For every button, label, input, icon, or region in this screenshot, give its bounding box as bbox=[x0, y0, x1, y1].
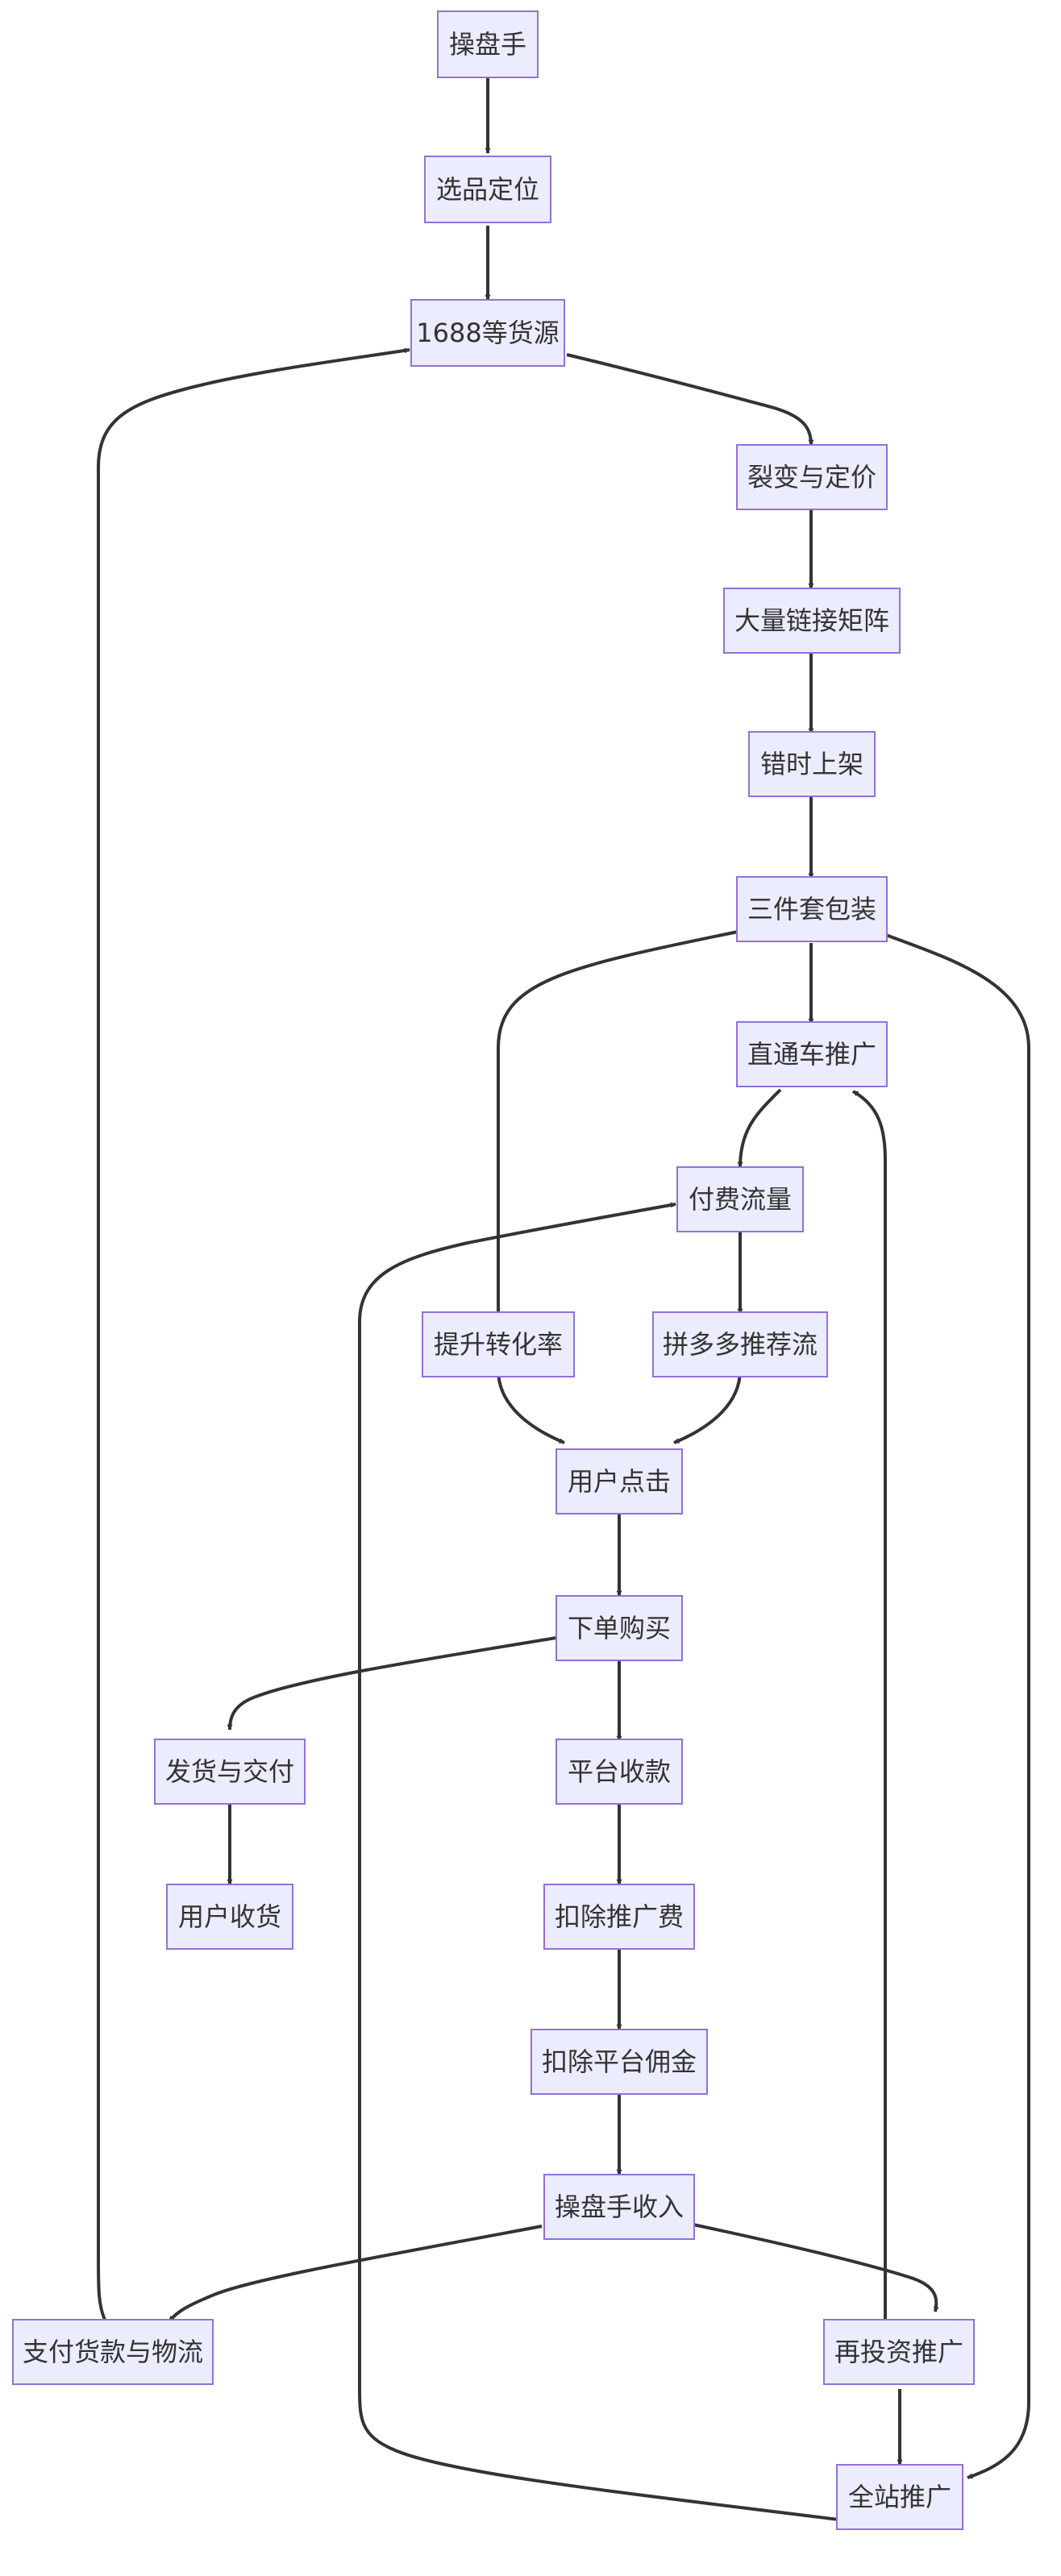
node-sourcing-label: 1688等货源 bbox=[416, 318, 559, 348]
node-user-click-label: 用户点击 bbox=[568, 1466, 671, 1497]
edge-10-12 bbox=[497, 1369, 565, 1444]
node-deduct-promotion-fee: 扣除推广费 bbox=[543, 1884, 695, 1950]
node-user-click: 用户点击 bbox=[555, 1448, 683, 1514]
node-pay-goods-logistics: 支付货款与物流 bbox=[12, 2319, 214, 2385]
edge-21-8 bbox=[852, 1090, 888, 2320]
node-reinvest-promotion-label: 再投资推广 bbox=[834, 2337, 963, 2367]
node-paid-traffic: 付费流量 bbox=[676, 1166, 804, 1232]
edges bbox=[97, 77, 1030, 2521]
node-ztc-promotion: 直通车推广 bbox=[736, 1021, 888, 1087]
node-deduct-commission-label: 扣除平台佣金 bbox=[542, 2046, 697, 2077]
node-conversion-rate-label: 提升转化率 bbox=[434, 1329, 563, 1360]
node-operator-income: 操盘手收入 bbox=[543, 2174, 695, 2240]
node-shipping-label: 发货与交付 bbox=[165, 1756, 294, 1787]
node-product-selection: 选品定位 bbox=[424, 156, 551, 223]
node-operator-income-label: 操盘手收入 bbox=[555, 2192, 684, 2222]
edge-19-20 bbox=[168, 2225, 543, 2323]
node-place-order-label: 下单购买 bbox=[568, 1613, 671, 1643]
node-three-piece-package-label: 三件套包装 bbox=[747, 894, 876, 924]
edge-3-4 bbox=[566, 353, 814, 446]
node-pdd-recommendation-label: 拼多多推荐流 bbox=[663, 1329, 818, 1360]
edge-19-21 bbox=[693, 2223, 939, 2312]
edge-11-12 bbox=[673, 1369, 742, 1444]
node-product-selection-label: 选品定位 bbox=[436, 174, 539, 205]
edge-7-22 bbox=[885, 933, 1030, 2479]
node-user-receipt: 用户收货 bbox=[166, 1884, 293, 1950]
node-pay-goods-logistics-label: 支付货款与物流 bbox=[23, 2337, 203, 2367]
node-place-order: 下单购买 bbox=[555, 1595, 683, 1661]
edge-13-14 bbox=[227, 1636, 557, 1730]
node-paid-traffic-label: 付费流量 bbox=[689, 1184, 792, 1215]
node-staggered-listing-label: 错时上架 bbox=[760, 749, 863, 779]
node-staggered-listing: 错时上架 bbox=[748, 731, 876, 797]
node-deduct-commission: 扣除平台佣金 bbox=[530, 2029, 708, 2095]
edge-7-10 bbox=[495, 930, 739, 1327]
node-shipping: 发货与交付 bbox=[154, 1739, 306, 1805]
edge-22-9 bbox=[358, 1202, 839, 2521]
node-link-matrix-label: 大量链接矩阵 bbox=[734, 605, 889, 636]
node-sitewide-promotion-label: 全站推广 bbox=[848, 2482, 951, 2512]
edge-20-3 bbox=[97, 347, 410, 2320]
node-ztc-promotion-label: 直通车推广 bbox=[747, 1039, 876, 1070]
node-operator: 操盘手 bbox=[437, 10, 539, 78]
node-operator-label: 操盘手 bbox=[449, 29, 526, 60]
node-user-receipt-label: 用户收货 bbox=[178, 1901, 281, 1932]
edge-8-9 bbox=[737, 1088, 782, 1168]
node-sourcing: 1688等货源 bbox=[410, 299, 565, 367]
node-reinvest-promotion: 再投资推广 bbox=[823, 2319, 975, 2385]
node-platform-payment-label: 平台收款 bbox=[568, 1756, 671, 1787]
node-three-piece-package: 三件套包装 bbox=[736, 876, 888, 942]
node-conversion-rate: 提升转化率 bbox=[422, 1311, 575, 1377]
node-platform-payment: 平台收款 bbox=[555, 1739, 683, 1805]
node-pdd-recommendation: 拼多多推荐流 bbox=[652, 1311, 828, 1377]
node-fission-pricing-label: 裂变与定价 bbox=[747, 462, 876, 492]
node-fission-pricing: 裂变与定价 bbox=[736, 444, 888, 510]
node-link-matrix: 大量链接矩阵 bbox=[723, 588, 901, 654]
node-deduct-promotion-fee-label: 扣除推广费 bbox=[555, 1901, 684, 1932]
node-sitewide-promotion: 全站推广 bbox=[836, 2464, 963, 2530]
